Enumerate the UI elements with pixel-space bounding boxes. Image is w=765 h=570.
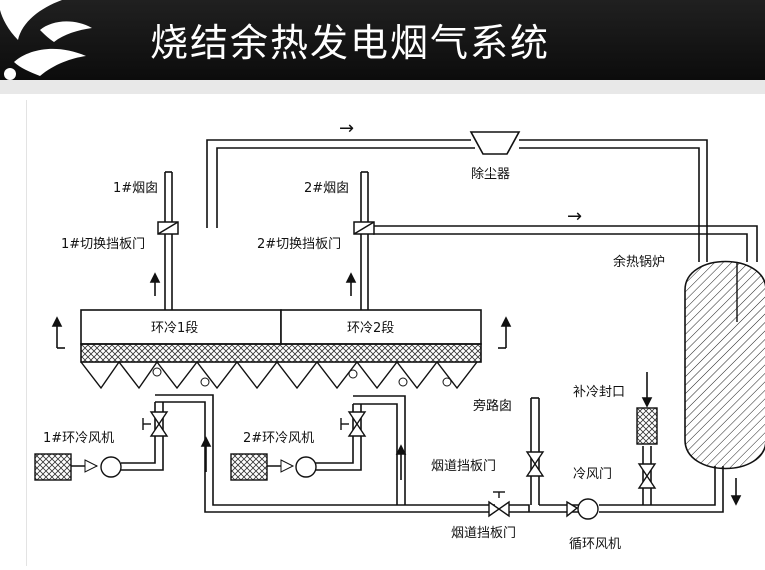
makeup-seal-label: 补冷封口 bbox=[573, 385, 625, 400]
boiler-label: 余热锅炉 bbox=[613, 254, 665, 270]
valve-flue-lower[interactable] bbox=[488, 491, 510, 518]
cold-air-door-label: 冷风门 bbox=[573, 467, 612, 482]
switch-damper2-label: 2#切换挡板门 bbox=[257, 237, 341, 252]
dust-collector-label: 除尘器 bbox=[471, 167, 510, 182]
dust-collector-icon bbox=[469, 131, 521, 155]
valve-fan2[interactable] bbox=[340, 411, 367, 437]
switch-damper-1[interactable] bbox=[157, 221, 179, 235]
diagram-canvas: 除尘器 → → 1#烟囱 2#烟囱 1#切换挡板门 2#切换挡板门 bbox=[26, 100, 765, 566]
chimney1-label: 1#烟囱 bbox=[113, 181, 158, 196]
chimney2-label: 2#烟囱 bbox=[304, 181, 349, 196]
switch-damper-2[interactable] bbox=[353, 221, 375, 235]
makeup-filter bbox=[636, 407, 658, 445]
flue-damper-upper-label: 烟道挡板门 bbox=[431, 459, 496, 474]
page-title: 烧结余热发电烟气系统 bbox=[150, 21, 551, 65]
title-bar: 烧结余热发电烟气系统 bbox=[0, 0, 765, 80]
fan1 bbox=[34, 453, 122, 481]
valve-bypass[interactable] bbox=[525, 451, 545, 477]
fan1-label: 1#环冷风机 bbox=[43, 431, 114, 446]
title-underline bbox=[0, 80, 765, 94]
fan2-label: 2#环冷风机 bbox=[243, 431, 314, 446]
flue-damper-lower-label: 烟道挡板门 bbox=[451, 526, 516, 541]
waste-heat-boiler bbox=[684, 260, 765, 470]
circulation-fan-label: 循环风机 bbox=[569, 537, 621, 552]
valve-cold-air[interactable] bbox=[637, 463, 657, 489]
valve-fan1[interactable] bbox=[142, 411, 169, 437]
flow-arrow-mid: → bbox=[567, 206, 582, 227]
up-arrows bbox=[51, 272, 742, 506]
bypass-chimney-label: 旁路囱 bbox=[473, 398, 512, 414]
ring-cooler2-label: 环冷2段 bbox=[347, 321, 394, 336]
switch-damper1-label: 1#切换挡板门 bbox=[61, 237, 145, 252]
flue-gas-diagram: 除尘器 → → 1#烟囱 2#烟囱 1#切换挡板门 2#切换挡板门 bbox=[34, 118, 765, 552]
makeup-seal-arrow bbox=[641, 372, 653, 408]
flow-arrow-top: → bbox=[339, 118, 354, 139]
ring-cooler1-label: 环冷1段 bbox=[151, 321, 198, 336]
circulation-fan-icon bbox=[566, 498, 599, 520]
logo-icon bbox=[0, 0, 92, 80]
ring-cooler bbox=[80, 309, 482, 390]
fan2 bbox=[230, 453, 317, 481]
